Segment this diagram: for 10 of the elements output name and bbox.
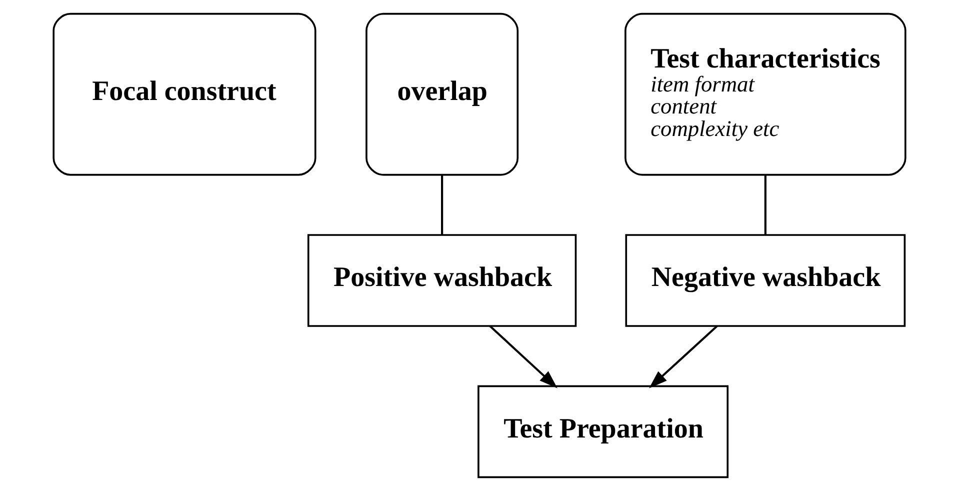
node-box: overlap (365, 12, 518, 176)
node-box: Focal construct (52, 12, 316, 176)
node-box: Negative washback (624, 234, 906, 327)
arrow (488, 325, 557, 388)
node-box: Positive washback (306, 234, 576, 327)
node-box: Test Preparation (477, 385, 728, 478)
arrow (648, 325, 718, 388)
connector (440, 175, 443, 235)
node-box: Test characteristics item format content complexity etc (624, 12, 906, 176)
connector (764, 175, 766, 235)
